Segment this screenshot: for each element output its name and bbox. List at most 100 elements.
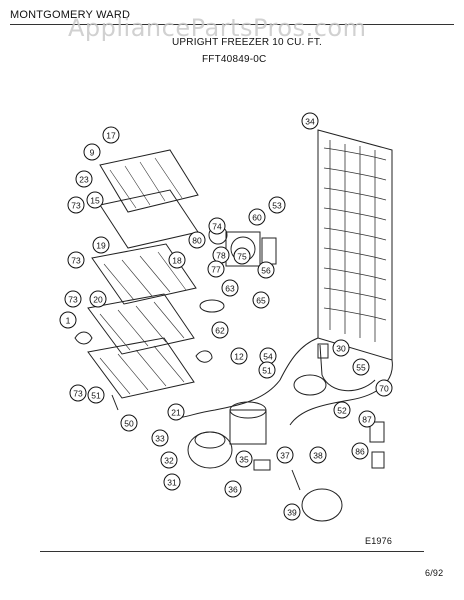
callout-label: 35	[239, 455, 249, 465]
callout-label: 38	[313, 451, 323, 461]
callout-label: 34	[305, 117, 315, 127]
callout-label: 32	[164, 456, 174, 466]
callout-label: 30	[336, 344, 346, 354]
callout-label: 33	[155, 434, 165, 444]
callout-73: 73	[64, 290, 82, 308]
callout-60: 60	[248, 208, 266, 226]
callout-23: 23	[75, 170, 93, 188]
callout-73: 73	[67, 196, 85, 214]
callout-label: 56	[261, 266, 271, 276]
callout-label: 87	[362, 415, 372, 425]
callout-label: 51	[91, 391, 101, 401]
callout-51: 51	[258, 361, 276, 379]
callout-34: 34	[301, 112, 319, 130]
callout-label: 73	[73, 389, 83, 399]
callout-70: 70	[375, 379, 393, 397]
callout-label: 53	[272, 201, 282, 211]
callout-32: 32	[160, 451, 178, 469]
callout-label: 70	[379, 384, 389, 394]
callout-86: 86	[351, 442, 369, 460]
callout-30: 30	[332, 339, 350, 357]
callout-1: 1	[59, 311, 77, 329]
callout-label: 77	[211, 265, 221, 275]
refrigerant-tubing	[174, 337, 393, 426]
callout-51: 51	[87, 386, 105, 404]
callout-20: 20	[89, 290, 107, 308]
product-title: UPRIGHT FREEZER 10 CU. FT.	[172, 37, 323, 48]
callout-55: 55	[352, 358, 370, 376]
callout-19: 19	[92, 236, 110, 254]
callout-56: 56	[257, 261, 275, 279]
callout-label: 15	[90, 196, 100, 206]
condenser-coil	[317, 129, 393, 361]
callout-18: 18	[168, 251, 186, 269]
callout-52: 52	[333, 401, 351, 419]
callout-label: 54	[263, 352, 273, 362]
callout-38: 38	[309, 446, 327, 464]
header-rule	[10, 24, 454, 25]
shelves-stack	[87, 149, 199, 399]
callout-62: 62	[211, 321, 229, 339]
callout-label: 50	[124, 419, 134, 429]
compressor	[187, 401, 267, 469]
callout-label: 52	[337, 406, 347, 416]
callout-label: 9	[90, 148, 95, 158]
callout-label: 63	[225, 284, 235, 294]
callout-15: 15	[86, 191, 104, 209]
callout-36: 36	[224, 480, 242, 498]
callout-label: 36	[228, 485, 238, 495]
revision-date: 6/92	[425, 568, 444, 578]
callout-39: 39	[283, 503, 301, 521]
callout-label: 73	[71, 256, 81, 266]
callout-label: 73	[68, 295, 78, 305]
callout-label: 55	[356, 363, 366, 373]
callout-label: 86	[355, 447, 365, 457]
callout-label: 19	[96, 241, 106, 251]
callout-label: 65	[256, 296, 266, 306]
callout-35: 35	[235, 450, 253, 468]
callout-label: 78	[216, 251, 226, 261]
callout-label: 31	[167, 478, 177, 488]
callout-label: 62	[215, 326, 225, 336]
callout-31: 31	[163, 473, 181, 491]
footer-rule	[40, 551, 424, 552]
callout-50: 50	[120, 414, 138, 432]
callout-label: 1	[66, 316, 71, 326]
callout-33: 33	[151, 429, 169, 447]
callout-9: 9	[83, 143, 101, 161]
callout-label: 39	[287, 508, 297, 518]
callout-label: 23	[79, 175, 89, 185]
callout-label: 37	[280, 451, 290, 461]
callout-label: 75	[237, 252, 247, 262]
callout-label: 18	[172, 256, 182, 266]
callout-label: 60	[252, 213, 262, 223]
callout-87: 87	[358, 410, 376, 428]
callout-label: 51	[262, 366, 272, 376]
callout-label: 12	[234, 352, 244, 362]
callout-17: 17	[102, 126, 120, 144]
callout-77: 77	[207, 260, 225, 278]
callout-75: 75	[233, 247, 251, 265]
watermark: AppliancePartsPros.com	[68, 14, 367, 42]
callout-label: 21	[171, 408, 181, 418]
callout-21: 21	[167, 403, 185, 421]
callout-label: 20	[93, 295, 103, 305]
callout-65: 65	[252, 291, 270, 309]
callout-74: 74	[208, 217, 226, 235]
drier-components	[293, 343, 329, 396]
callout-label: 17	[106, 131, 116, 141]
callout-53: 53	[268, 196, 286, 214]
diagram-code: E1976	[365, 536, 393, 546]
callout-73: 73	[67, 251, 85, 269]
callout-12: 12	[230, 347, 248, 365]
callout-label: 73	[71, 201, 81, 211]
model-number: FFT40849-0C	[202, 54, 267, 65]
callout-73: 73	[69, 384, 87, 402]
callout-63: 63	[221, 279, 239, 297]
callout-37: 37	[276, 446, 294, 464]
callout-label: 74	[212, 222, 222, 232]
small-parts	[74, 331, 385, 522]
brand-label: MONTGOMERY WARD	[10, 9, 131, 21]
